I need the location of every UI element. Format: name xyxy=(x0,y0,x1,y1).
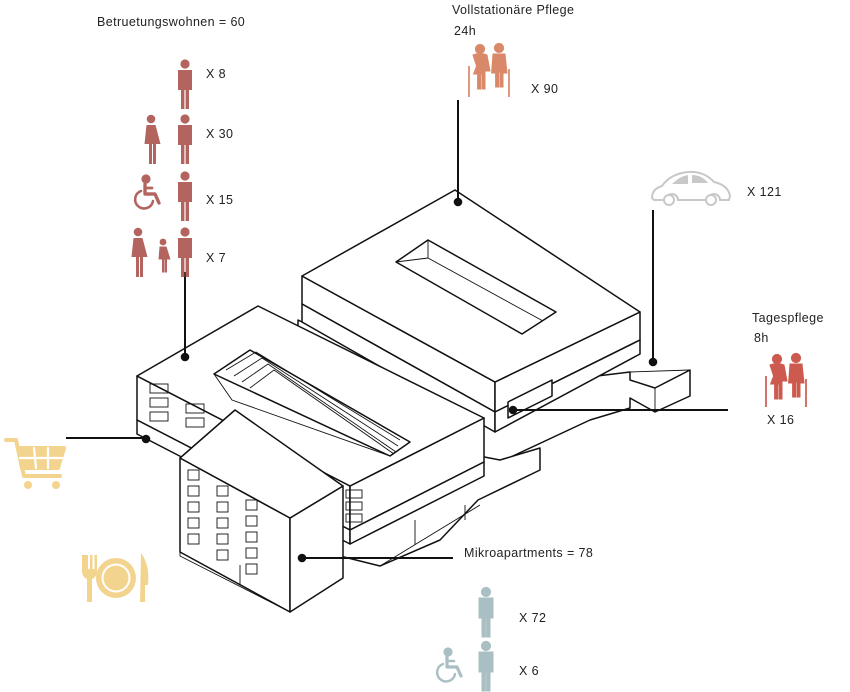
parking-legend: X 121 xyxy=(650,170,782,206)
child-icon xyxy=(158,238,171,273)
residential-legend: Betruetungswohnen = 60 X 8 X 30 X 15 X 7 xyxy=(97,15,245,277)
fullcare-hours: 24h xyxy=(454,24,476,38)
woman-icon xyxy=(131,227,148,277)
daycare-hours: 8h xyxy=(754,331,769,345)
man-icon xyxy=(178,114,192,164)
parking-count: X 121 xyxy=(747,185,782,199)
residential-count-accessible: X 15 xyxy=(206,193,233,207)
shopping-cart-icon xyxy=(4,438,66,489)
man-icon xyxy=(478,640,494,692)
residential-count-family: X 7 xyxy=(206,251,226,265)
marker-dot-parking xyxy=(648,357,658,367)
marker-dot-micro xyxy=(297,553,307,563)
fullcare-legend: Vollstationäre Pflege 24h X 90 xyxy=(452,3,574,98)
fullcare-count: X 90 xyxy=(531,82,558,96)
marker-dot-shop xyxy=(141,434,151,444)
building-mass xyxy=(136,189,691,613)
daycare-legend: Tagespflege 8h X 16 xyxy=(752,311,824,427)
leader-lines xyxy=(66,100,728,563)
man-icon xyxy=(178,227,192,277)
marker-dot-daycare xyxy=(508,405,518,415)
micro-count-accessible: X 6 xyxy=(519,664,539,678)
marker-dot-care xyxy=(453,197,463,207)
residential-count-single: X 8 xyxy=(206,67,226,81)
daycare-title: Tagespflege xyxy=(752,311,824,325)
micro-count-single: X 72 xyxy=(519,611,546,625)
fullcare-title: Vollstationäre Pflege xyxy=(452,3,574,17)
woman-icon xyxy=(144,114,161,164)
elderly-couple-icon xyxy=(468,42,510,98)
micro-title: Mikroapartments = 78 xyxy=(464,546,593,560)
residential-title: Betruetungswohnen = 60 xyxy=(97,15,245,29)
man-icon xyxy=(178,59,192,109)
residential-count-couple: X 30 xyxy=(206,127,233,141)
micro-legend: Mikroapartments = 78 X 72 X 6 xyxy=(435,546,593,692)
plate-cutlery-icon xyxy=(82,553,149,602)
man-icon xyxy=(478,586,494,638)
daycare-count: X 16 xyxy=(767,413,794,427)
man-icon xyxy=(178,171,192,221)
wheelchair-icon xyxy=(435,647,463,684)
microapartment-building xyxy=(179,409,344,613)
car-icon xyxy=(650,170,732,206)
marker-dot-residential xyxy=(180,352,190,362)
elderly-couple-icon xyxy=(765,352,807,408)
